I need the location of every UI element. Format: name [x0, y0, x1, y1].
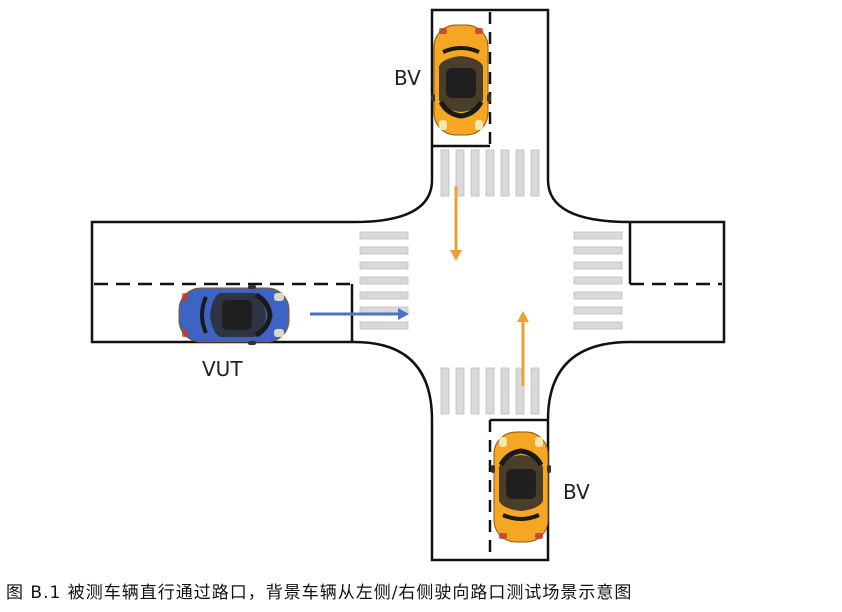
figure-caption: 图 B.1 被测车辆直行通过路口，背景车辆从左侧/右侧驶向路口测试场景示意图 — [6, 583, 633, 603]
bv-top-arrow-icon — [450, 186, 462, 261]
crosswalk-east — [573, 231, 623, 330]
vut-arrow-icon — [310, 308, 409, 320]
vut-car-icon — [179, 285, 289, 345]
bv-bottom-car-icon — [491, 432, 551, 542]
bv-bottom-label: BV — [563, 480, 590, 504]
vut-label: VUT — [202, 357, 243, 381]
bv-top-label: BV — [394, 66, 421, 90]
bv-top-car-icon — [431, 25, 491, 135]
bv-bottom-arrow-icon — [517, 311, 529, 386]
crosswalk-south — [440, 367, 540, 415]
crosswalk-north — [440, 149, 540, 197]
